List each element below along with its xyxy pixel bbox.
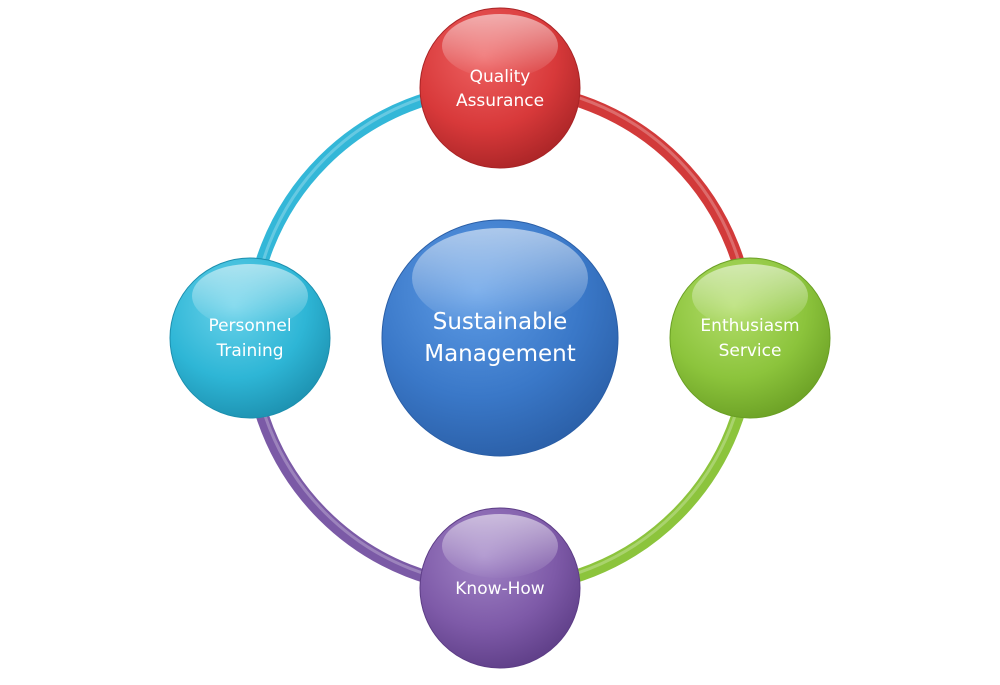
node-know-how: Know-How <box>419 507 581 669</box>
center-label-line2: Management <box>424 341 576 367</box>
node-right-line2: Service <box>719 341 782 361</box>
node-left-line1: Personnel <box>208 316 291 336</box>
node-enthusiasm-service: Enthusiasm Service <box>669 257 831 419</box>
node-personnel-training: Personnel Training <box>169 257 331 419</box>
node-right-line1: Enthusiasm <box>700 316 799 336</box>
node-left-line2: Training <box>215 341 283 361</box>
node-bottom-line1: Know-How <box>455 579 545 599</box>
center-label-line1: Sustainable <box>433 309 567 335</box>
node-top-line1: Quality <box>470 67 531 87</box>
node-quality-assurance: Quality Assurance <box>419 7 581 169</box>
node-top-line2: Assurance <box>456 91 544 111</box>
center-node: Sustainable Management <box>381 219 619 457</box>
